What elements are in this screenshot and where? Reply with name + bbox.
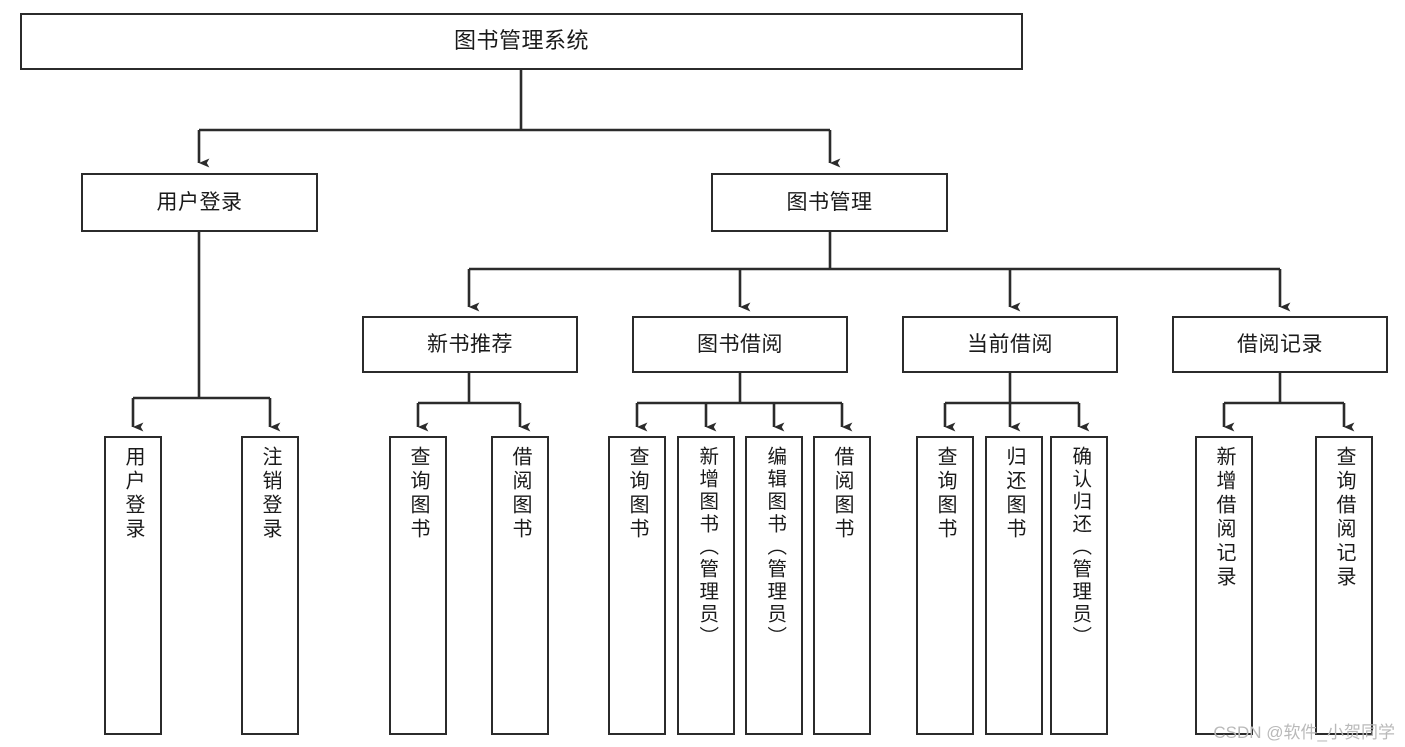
leaf-return-book[interactable]: 归还图书 <box>985 436 1043 735</box>
node-current-borrow[interactable]: 当前借阅 <box>902 316 1118 373</box>
leaf-query-book-borrow[interactable]: 查询图书 <box>608 436 666 735</box>
leaf-user-login[interactable]: 用户登录 <box>104 436 162 735</box>
edge-root-to-level2 <box>197 70 841 168</box>
edge-bookborrow-to-leaves <box>635 373 853 432</box>
leaf-add-book-admin[interactable]: 新增图书（管理员） <box>677 436 735 735</box>
node-label: 归还图书 <box>1003 446 1025 542</box>
edge-userlogin-to-leaves <box>131 232 281 432</box>
leaf-logout-login[interactable]: 注销登录 <box>241 436 299 735</box>
node-label: 当前借阅 <box>967 332 1053 356</box>
leaf-confirm-return-admin[interactable]: 确认归还（管理员） <box>1050 436 1108 735</box>
leaf-add-borrow-record[interactable]: 新增借阅记录 <box>1195 436 1253 735</box>
edge-bookmanage-to-level3 <box>467 232 1291 312</box>
node-label: 查询图书 <box>934 446 956 542</box>
node-user-login[interactable]: 用户登录 <box>81 173 318 232</box>
node-label: 用户登录 <box>156 190 243 214</box>
node-label: 图书借阅 <box>697 332 783 356</box>
leaf-query-borrow-record[interactable]: 查询借阅记录 <box>1315 436 1373 735</box>
node-label: 查询图书 <box>626 446 648 542</box>
node-label: 借阅图书 <box>509 446 531 542</box>
node-label: 注销登录 <box>259 446 281 542</box>
node-label: 新增借阅记录 <box>1213 446 1235 590</box>
node-book-manage[interactable]: 图书管理 <box>711 173 948 232</box>
node-label: 新书推荐 <box>427 332 513 356</box>
node-label: 用户登录 <box>122 446 144 542</box>
node-root-system[interactable]: 图书管理系统 <box>20 13 1023 70</box>
csdn-watermark: CSDN @软件_小贺同学 <box>1213 723 1395 742</box>
edge-newbook-to-leaves <box>416 373 531 432</box>
node-label: 借阅记录 <box>1237 332 1323 356</box>
node-label: 新增图书（管理员） <box>695 446 718 649</box>
edge-borrowrecord-to-leaves <box>1222 373 1355 432</box>
leaf-query-book-recommend[interactable]: 查询图书 <box>389 436 447 735</box>
node-label: 查询借阅记录 <box>1333 446 1355 590</box>
leaf-query-book-current[interactable]: 查询图书 <box>916 436 974 735</box>
node-label: 确认归还（管理员） <box>1068 446 1091 649</box>
node-label: 查询图书 <box>407 446 429 542</box>
node-new-book-recommend[interactable]: 新书推荐 <box>362 316 578 373</box>
leaf-borrow-book[interactable]: 借阅图书 <box>813 436 871 735</box>
node-label: 编辑图书（管理员） <box>763 446 786 649</box>
leaf-edit-book-admin[interactable]: 编辑图书（管理员） <box>745 436 803 735</box>
node-label: 借阅图书 <box>831 446 853 542</box>
node-label: 图书管理系统 <box>453 28 589 54</box>
node-label: 图书管理 <box>786 190 873 214</box>
node-borrow-record[interactable]: 借阅记录 <box>1172 316 1388 373</box>
edge-currentborrow-to-leaves <box>943 373 1090 432</box>
node-book-borrow[interactable]: 图书借阅 <box>632 316 848 373</box>
leaf-borrow-book-recommend[interactable]: 借阅图书 <box>491 436 549 735</box>
